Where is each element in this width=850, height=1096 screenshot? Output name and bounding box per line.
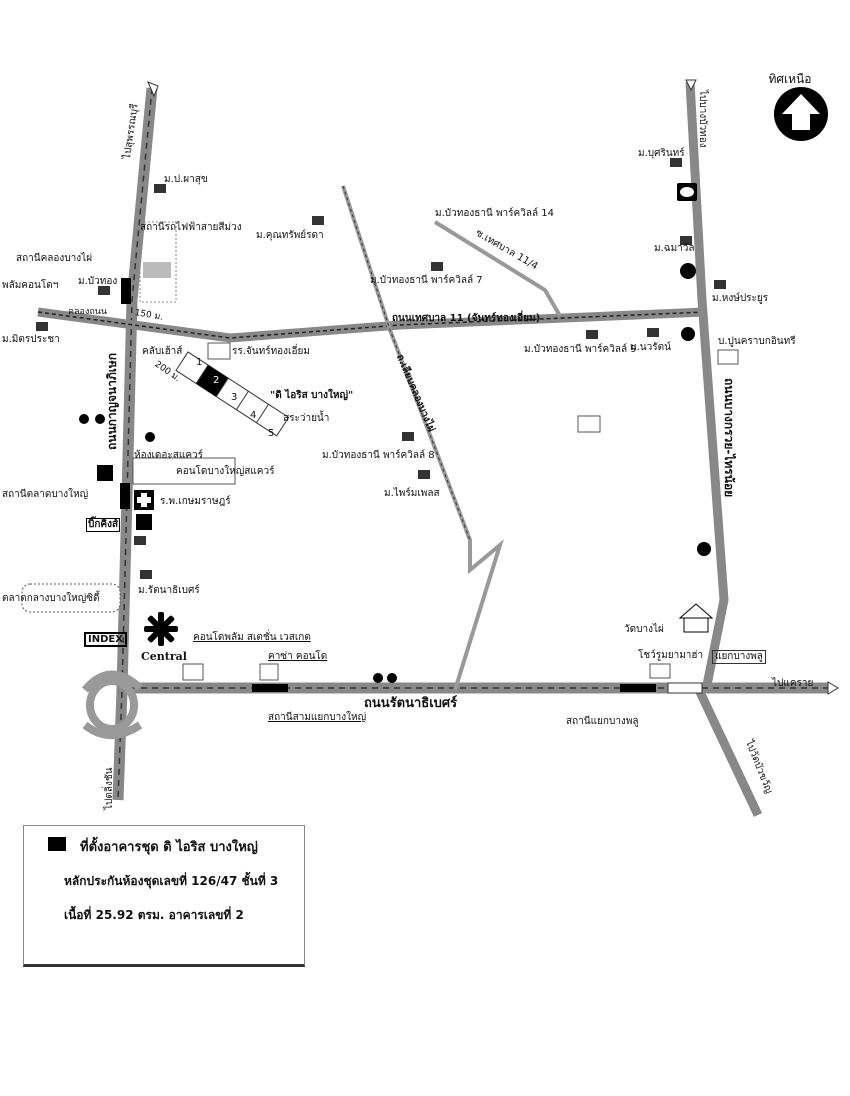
label-m-buathong: ม.บัวทอง: [78, 276, 118, 287]
label-showroom: โชว์รูมยามาฮ่า: [638, 650, 704, 661]
lot-number-3: 3: [231, 392, 238, 403]
label-market: ตลาดกลางบางใหญ่ซิตี้: [2, 593, 100, 604]
label-m-hongprayoon: ม.หงษ์ประยูร: [712, 293, 769, 304]
label-m-buathong-thani-8: ม.บัวทองธานี พาร์ควิลล์ 8: [322, 450, 435, 461]
legend-swatch: [48, 837, 66, 851]
caltex-icon: [97, 465, 113, 481]
label-house-the-square: ห้องเดอะสแควร์: [134, 450, 203, 461]
purple-line-area: [139, 221, 177, 303]
road-name-rattanathibet: ถนนรัตนาธิเบศร์: [364, 696, 458, 711]
label-m-nawarat: ม.นวรัตน์: [630, 342, 671, 353]
label-m-buathong-thani-7: ม.บัวทองธานี พาร์ควิลล์ 7: [370, 275, 483, 286]
label-m-mitprachar: ม.มิตรประชา: [2, 334, 60, 345]
hospital-icon: [134, 490, 154, 510]
label-m-khunsap: ม.คุณทรัพย์รดา: [256, 230, 324, 241]
label-condo-bangyai-square: คอนโดบางใหญ่สแควร์: [176, 466, 275, 477]
label-pool: สระว่ายน้ำ: [283, 413, 330, 424]
road-name-bangkruai: ถนนบางกรวย-ไทรน้อย: [722, 378, 736, 498]
label-m-chamari: ม.ฉมาวัล: [654, 243, 695, 254]
legend-box: ที่ตั้งอาคารชุด ดิ ไอริส บางใหญ่ หลักประ…: [23, 825, 305, 967]
bigc-c-icon: [136, 514, 152, 530]
showroom-box: [649, 663, 671, 679]
direction-khae-rai: ไปแคราย: [772, 678, 814, 689]
label-bigc: บิ๊กคิงส์: [86, 518, 121, 532]
index-logo: INDEX: [84, 632, 127, 647]
road-name-kanchanaphisek: ถนนกาญจนาภิเษก: [105, 352, 119, 450]
temple-icon: [678, 603, 714, 633]
lot-number-2: 2: [213, 375, 220, 386]
label-m-buathong-thani-9: ม.บัวทองธานี พาร์ควิลล์ 9: [524, 344, 637, 355]
square-box: [132, 457, 236, 485]
label-hospital: ร.พ.เกษมราษฎร์: [160, 496, 231, 507]
road-soi-11-4: [433, 220, 562, 317]
road-name-tesaban-11: ถนนเทศบาล 11 (จันทร์ทองเอี่ยม): [392, 313, 541, 324]
direction-bangbuathong: ไปบางบัวทอง: [697, 90, 708, 148]
market-box: [21, 583, 121, 613]
cement-box: [717, 349, 739, 365]
central-label: Central: [141, 650, 187, 663]
label-yaek-bangphlu: แยกบางพลู: [712, 650, 766, 664]
label-cement: บ.ปูนคราบกอินทรี: [718, 336, 796, 347]
lot-number-5: 5: [268, 428, 275, 439]
lot-number-4: 4: [250, 410, 257, 421]
plum-station-box: [182, 663, 204, 681]
north-indicator: ทิศเหนือ: [760, 70, 820, 89]
label-casa-condo: คาซ่า คอนโด: [268, 651, 328, 662]
label-st-samyaek: สถานีสามแยกบางใหญ่: [268, 712, 367, 723]
casa-box: [259, 663, 279, 681]
central-logo: Central: [141, 650, 187, 663]
north-label: ทิศเหนือ: [768, 72, 812, 86]
esso-badge-icon: [680, 187, 694, 197]
road-tesaban-11: [37, 307, 706, 343]
label-st-yaek-bangphlu: สถานีแยกบางพลู: [566, 716, 639, 727]
label-plum-station: คอนโดพลัม สเตชั่น เวสเกต: [193, 632, 311, 643]
road-rattanathibet: [130, 681, 839, 695]
label-m-rattanathibet: ม.รัตนาธิเบศร์: [138, 585, 200, 596]
central-logo-icon: [144, 612, 178, 646]
legend-line-3: เนื้อที่ 25.92 ตรม. อาคารเลขที่ 2: [64, 908, 244, 922]
project-lots: [175, 351, 290, 437]
road-khlong-bangphai: [341, 185, 504, 691]
label-school: รร.จันทร์ทองเอี่ยม: [232, 346, 310, 357]
station-talad-bangyai: [120, 483, 130, 509]
label-project: "ดิ ไอริส บางใหญ่": [270, 390, 354, 401]
purple-line-train: [143, 262, 171, 278]
direction-taling-chan: ไปตลิ่งชัน: [104, 767, 115, 810]
village-icons: [36, 158, 726, 579]
label-m-buathong-thani-14: ม.บัวทองธานี พาร์ควิลล์ 14: [435, 208, 554, 219]
north-arrow-icon: [774, 87, 828, 141]
legend-line-2: หลักประกันห้องชุดเลขที่ 126/47 ชั้นที่ 3: [64, 874, 279, 888]
label-khlong-thanon: คลองถนน: [68, 307, 108, 317]
label-m-pasuk: ม.ป.ผาสุข: [164, 174, 208, 185]
label-plum-condo: พลัมคอนโดฯ: [2, 280, 59, 291]
lot-number-1: 1: [196, 357, 203, 368]
gas-station-icons: [79, 263, 711, 683]
label-wat-bangphai: วัดบางไผ่: [624, 624, 664, 635]
label-m-buriin: ม.บุศรินทร์: [638, 148, 685, 159]
school-box: [207, 342, 231, 360]
interchange: [81, 670, 143, 739]
legend-title: ที่ตั้งอาคารชุด ดิ ไอริส บางใหญ่: [80, 840, 258, 855]
label-club: คลับเฮ้าส์: [142, 346, 183, 357]
station-khlong-bangphai: [121, 278, 131, 304]
label-st-khlong-bangphai: สถานีคลองบางไผ่: [16, 253, 93, 264]
label-m-primplace: ม.ไพร์มเพลส: [384, 488, 440, 499]
empty-plot: [577, 415, 601, 433]
label-purple-line: สถานีรถไฟฟ้าสายสีม่วง: [140, 222, 242, 233]
label-st-talad-bangyai: สถานีตลาดบางใหญ่: [2, 489, 89, 500]
road-club: [132, 318, 390, 320]
